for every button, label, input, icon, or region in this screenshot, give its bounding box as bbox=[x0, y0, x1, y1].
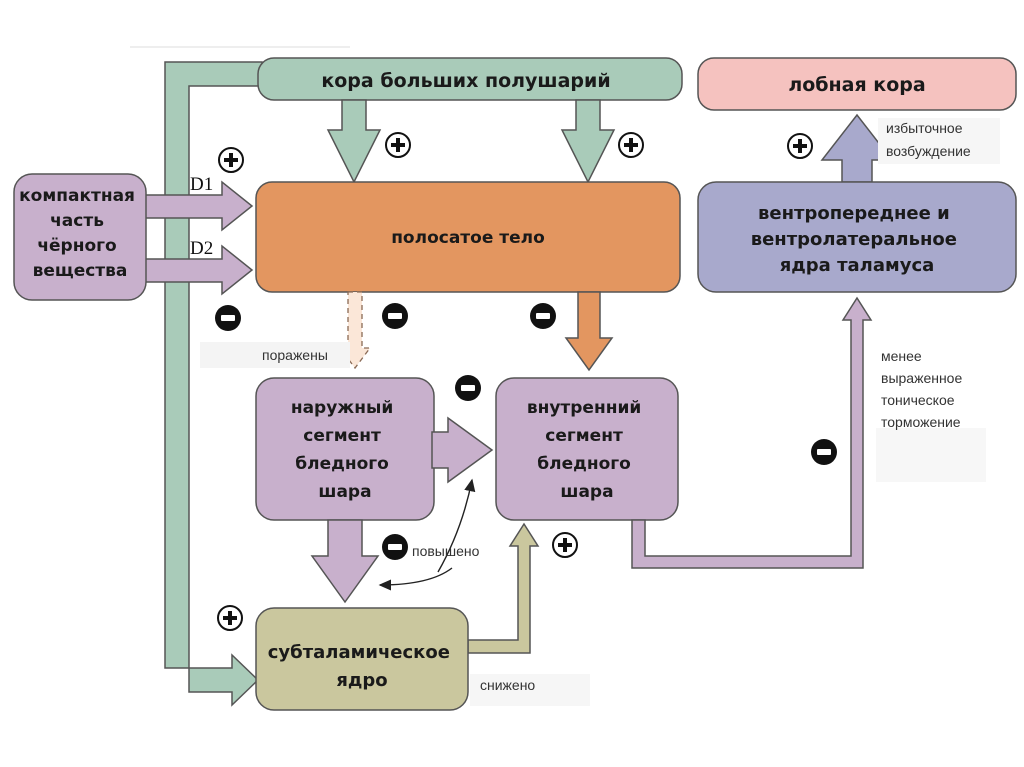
thalamus-box bbox=[697, 181, 1017, 293]
cortex-box bbox=[257, 57, 683, 101]
gpe-label: наружный сегмент бледного шара bbox=[291, 398, 399, 502]
stn-box bbox=[255, 607, 469, 711]
increased-curve-arrow-up bbox=[437, 478, 476, 573]
plus-sign-cortex-left bbox=[385, 132, 411, 158]
minus-sign-gpi-thalamus bbox=[811, 439, 837, 465]
gpi-to-thalamus-pathway bbox=[631, 296, 873, 569]
gpe-to-gpi-arrow bbox=[431, 416, 494, 484]
thalamus-label-line-2: вентролатеральное bbox=[751, 229, 957, 250]
stn-label-line-2: ядро bbox=[336, 670, 387, 691]
frontal-cortex-box bbox=[697, 57, 1017, 111]
note-less-inhibition: менее выраженное тоническое торможение bbox=[881, 348, 966, 430]
snc-label: компактная часть чёрного вещества bbox=[19, 186, 141, 281]
note-bg-excess bbox=[878, 118, 1000, 164]
note-less-inhibition-line-3: тоническое bbox=[881, 392, 955, 408]
gpe-label-line-1: наружный bbox=[291, 398, 393, 418]
snc-label-line-1: компактная bbox=[19, 186, 135, 206]
thalamus-label-line-1: вентропереднее и bbox=[758, 203, 950, 224]
d2-label: D2 bbox=[190, 238, 213, 259]
note-excess-line-1: избыточное bbox=[886, 120, 963, 136]
note-less-inhibition-line-4: торможение bbox=[881, 414, 961, 430]
note-decreased: снижено bbox=[480, 677, 535, 693]
gpi-label-line-4: шара bbox=[560, 482, 613, 502]
snc-box bbox=[13, 173, 147, 301]
cortex-label: кора больших полушарий bbox=[321, 70, 610, 92]
frontal-cortex-label: лобная кора bbox=[788, 74, 925, 96]
cortex-to-stn-pathway bbox=[164, 61, 263, 707]
snc-d2-arrow bbox=[139, 244, 254, 296]
note-less-inhibition-line-1: менее bbox=[881, 348, 922, 364]
snc-label-line-2: часть bbox=[50, 211, 104, 231]
gpi-label-line-2: сегмент bbox=[545, 426, 623, 446]
striatum-box bbox=[255, 181, 681, 293]
minus-sign-striatum-gpe bbox=[382, 303, 408, 329]
thalamus-label-line-3: ядра таламуса bbox=[780, 255, 935, 276]
gpe-label-line-2: сегмент bbox=[303, 426, 381, 446]
stn-to-gpi-pathway bbox=[467, 522, 540, 654]
snc-d1-arrow bbox=[139, 180, 254, 232]
thalamus-to-frontal-arrow bbox=[820, 113, 894, 183]
note-less-inhibition-line-2: выраженное bbox=[881, 370, 962, 386]
note-excess-line-2: возбуждение bbox=[886, 143, 971, 159]
gpe-label-line-3: бледного bbox=[295, 454, 389, 474]
gpe-label-line-4: шара bbox=[318, 482, 371, 502]
plus-sign-stn-gpi bbox=[552, 532, 578, 558]
increased-curve-arrow-left bbox=[378, 567, 453, 591]
minus-sign-gpe-gpi bbox=[455, 375, 481, 401]
note-excess: избыточное возбуждение bbox=[886, 120, 971, 159]
cortex-to-striatum-arrow-left bbox=[326, 99, 382, 184]
note-bg-decreased bbox=[470, 674, 590, 706]
gpi-label: внутренний сегмент бледного шара bbox=[527, 398, 647, 502]
stn-label: субталамическое ядро bbox=[268, 642, 457, 691]
cortex-to-striatum-arrow-right bbox=[560, 99, 616, 184]
gpi-box bbox=[495, 377, 679, 521]
note-increased: повышено bbox=[412, 543, 480, 559]
plus-sign-d1 bbox=[218, 147, 244, 173]
plus-sign-thalamus-frontal bbox=[787, 133, 813, 159]
gpe-to-stn-arrow bbox=[310, 519, 380, 604]
plus-sign-cortex-stn bbox=[217, 605, 243, 631]
striatum-to-gpi-arrow bbox=[564, 291, 614, 372]
thalamus-label: вентропереднее и вентролатеральное ядра … bbox=[751, 203, 964, 276]
note-bg-affected bbox=[200, 342, 350, 368]
gpi-label-line-3: бледного bbox=[537, 454, 631, 474]
gpi-label-line-1: внутренний bbox=[527, 398, 641, 418]
stn-label-line-1: субталамическое bbox=[268, 642, 450, 663]
note-bg-less-inhibition bbox=[876, 428, 986, 482]
snc-label-line-3: чёрного bbox=[37, 236, 116, 256]
plus-sign-cortex-right bbox=[618, 132, 644, 158]
striatum-label: полосатое тело bbox=[391, 228, 545, 248]
note-affected: поражены bbox=[262, 347, 328, 363]
d1-label: D1 bbox=[190, 174, 213, 195]
minus-sign-d2 bbox=[215, 305, 241, 331]
minus-sign-gpe-stn bbox=[382, 534, 408, 560]
minus-sign-striatum-gpi bbox=[530, 303, 556, 329]
snc-label-line-4: вещества bbox=[33, 261, 128, 281]
